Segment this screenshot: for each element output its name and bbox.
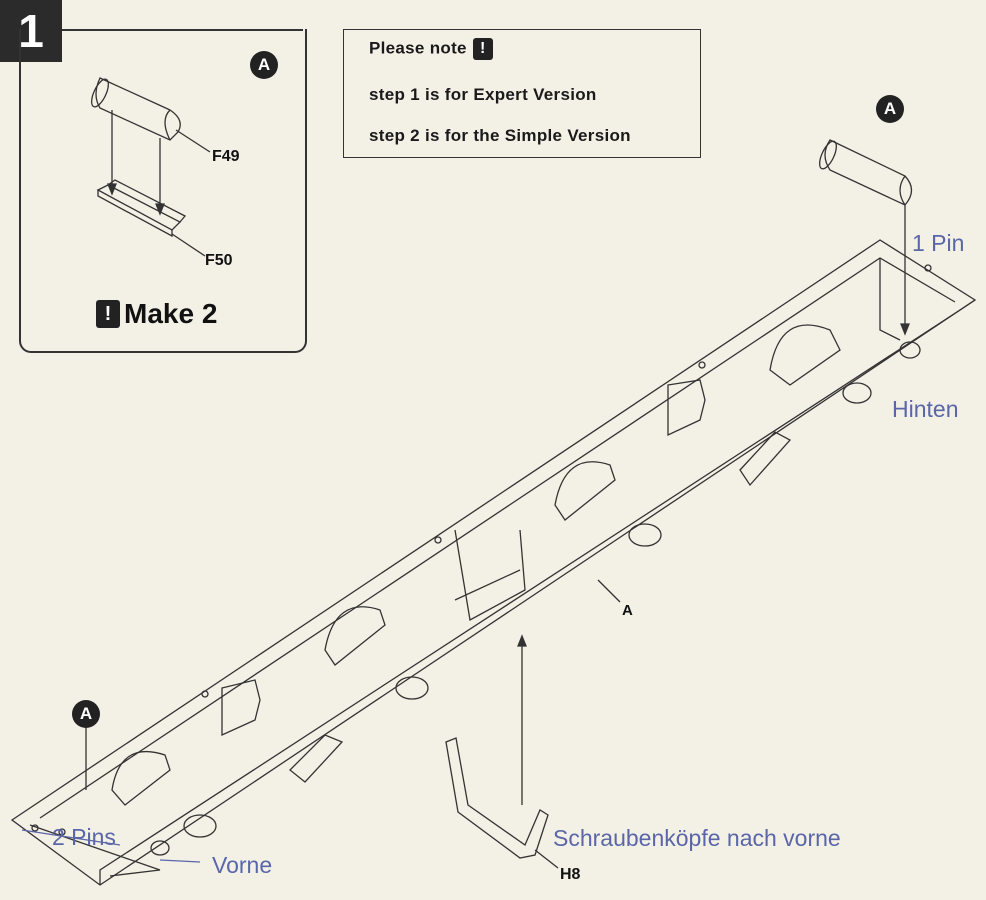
subassembly-panel [19,29,307,353]
part-label-hull: A [622,602,633,619]
label-front-pins: 2 Pins [52,824,116,850]
note-title: Please note [369,38,467,58]
rear-tube [818,139,913,206]
part-h8-bracket [445,737,549,859]
note-box: Please note! step 1 is for Expert Versio… [343,29,701,158]
note-title-row: Please note! [369,38,493,60]
callout-a-front: A [72,700,100,728]
step-number-badge: 1 [0,0,62,62]
hull-outline [10,239,977,886]
note-line-2: step 2 is for the Simple Version [369,126,631,145]
part-label-f49: F49 [212,148,240,165]
label-front: Vorne [212,852,273,878]
part-f49-tube [90,77,181,141]
callout-a-subassembly: A [250,51,278,79]
part-label-h8: H8 [560,866,581,883]
note-line-1: step 1 is for Expert Version [369,85,597,104]
part-label-f50: F50 [205,252,233,269]
subpanel-top-border [62,29,303,31]
make-quantity: ! Make 2 [96,298,217,330]
part-f50-channel [96,179,187,238]
callout-a-rear: A [876,95,904,123]
label-bolt-heads: Schraubenköpfe nach vorne [553,825,841,851]
label-rear-pin: 1 Pin [912,230,965,256]
make-quantity-text: Make 2 [124,298,218,329]
exclamation-icon: ! [472,38,493,60]
label-rear: Hinten [892,396,959,422]
exclamation-icon: ! [96,300,120,328]
